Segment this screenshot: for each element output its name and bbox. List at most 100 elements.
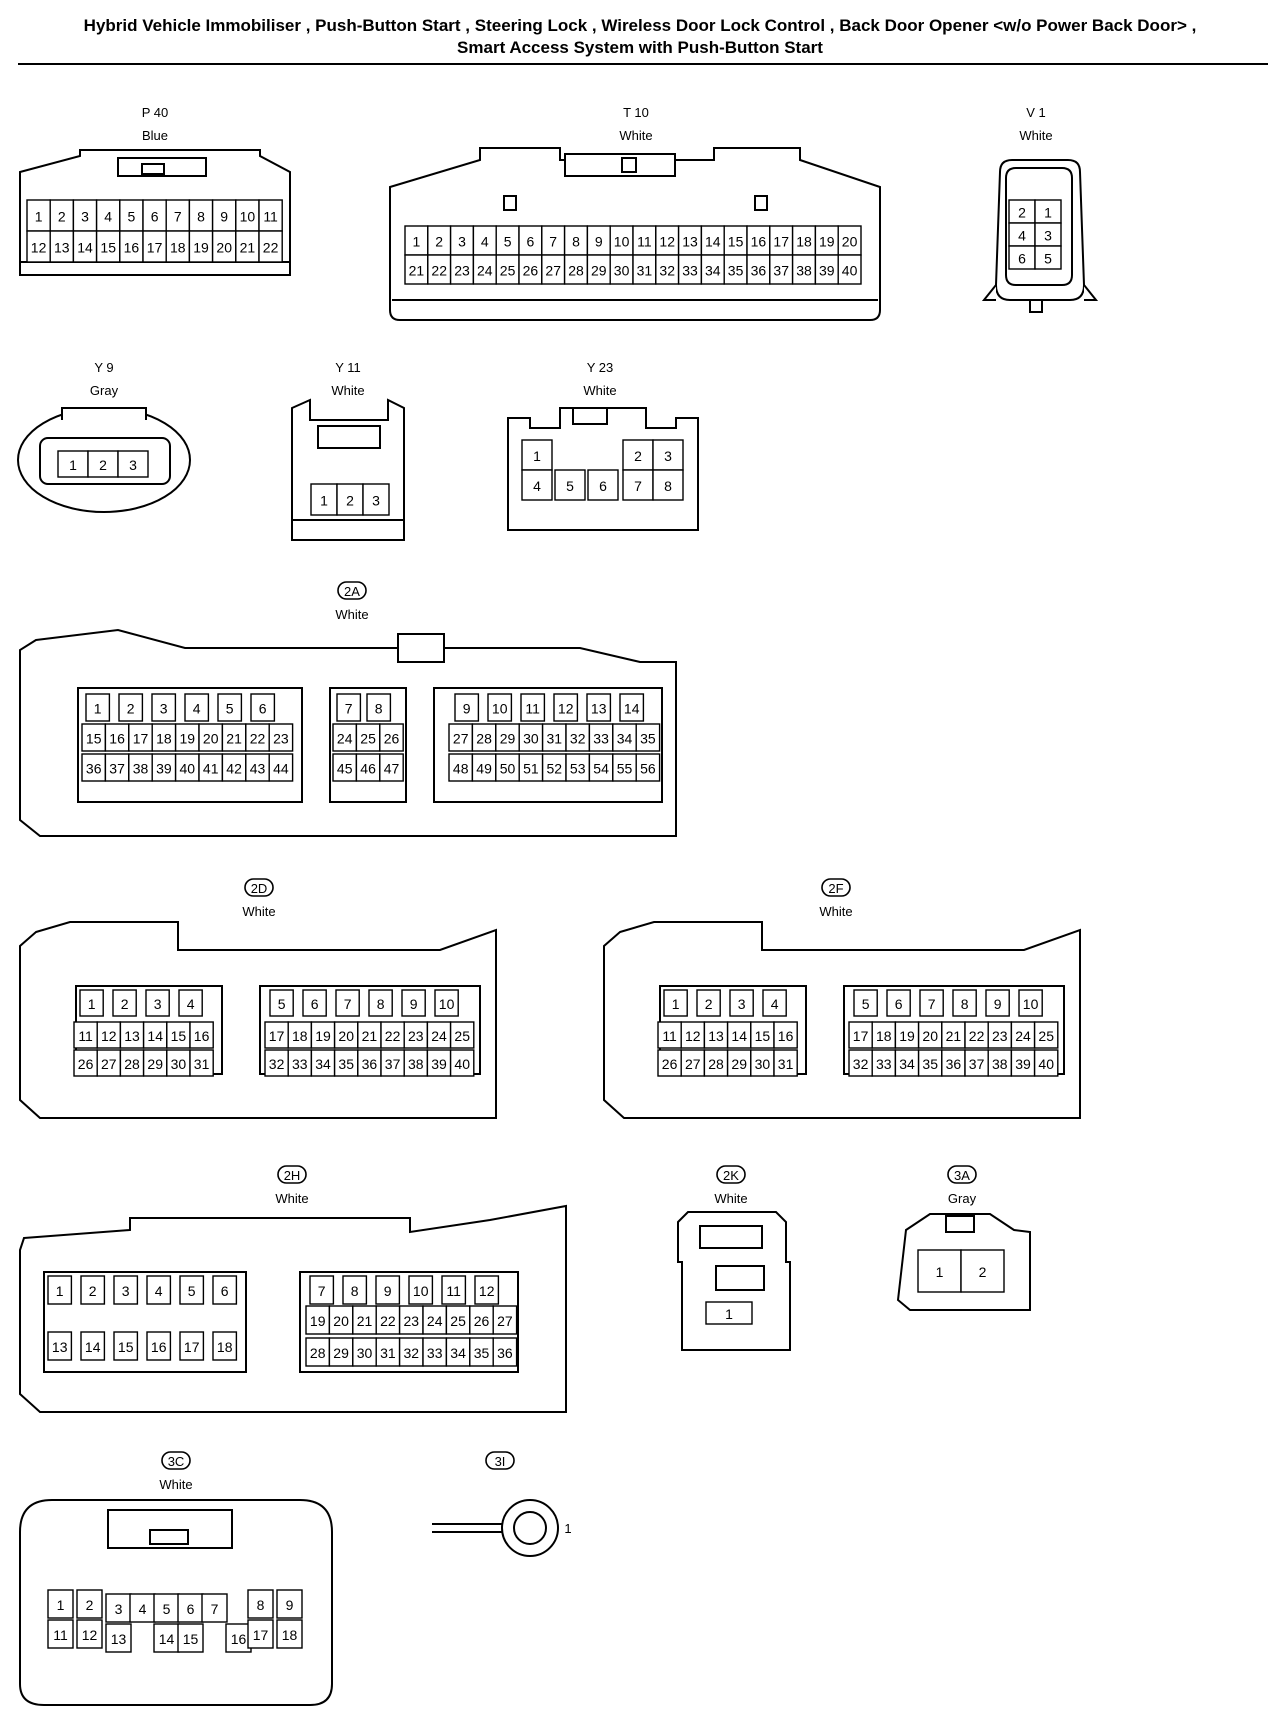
pin-number: 7 (318, 1283, 326, 1299)
pin-cell (362, 483, 390, 516)
pin-number: 52 (547, 761, 563, 777)
pin-number: 14 (147, 1028, 163, 1044)
pin-number: 28 (124, 1056, 140, 1072)
pin-number: 17 (184, 1339, 200, 1355)
pin-number: 2 (58, 209, 66, 225)
connector-color: White (619, 128, 652, 143)
pin-cell (1018, 989, 1043, 1017)
pin-number: 39 (819, 263, 835, 279)
pin-number: 30 (357, 1345, 373, 1361)
pin-number: 3 (81, 209, 89, 225)
pin-number: 2 (634, 448, 642, 464)
pin-cell (250, 693, 276, 722)
pin-number: 55 (617, 761, 633, 777)
pin-number: 25 (450, 1313, 466, 1329)
pin-number: 1 (320, 493, 328, 509)
pin-cell (105, 1623, 132, 1653)
pin-number: 22 (380, 1313, 396, 1329)
connector-t10-key-right (754, 195, 768, 211)
pin-number: 44 (273, 761, 289, 777)
pin-number: 15 (728, 234, 744, 250)
pin-cell (408, 1275, 434, 1305)
connector-v1-tab (1029, 299, 1043, 313)
pin-cell (247, 1589, 274, 1619)
pin-cell (146, 1275, 172, 1305)
pin-number: 2 (99, 457, 107, 473)
pin-number: 6 (527, 234, 535, 250)
pin-cell (553, 693, 579, 722)
pin-number: 5 (504, 234, 512, 250)
pin-number: 2 (1018, 205, 1026, 221)
pin-number: 36 (946, 1056, 962, 1072)
connector-id-badge (716, 1165, 746, 1184)
pin-number: 25 (1038, 1028, 1054, 1044)
pin-number: 6 (259, 701, 267, 717)
pin-number: 5 (278, 996, 286, 1012)
pin-number: 14 (159, 1631, 175, 1647)
pin-number: 30 (614, 263, 630, 279)
pin-number: 18 (876, 1028, 892, 1044)
pin-number: 22 (431, 263, 447, 279)
pin-number: 4 (155, 1283, 163, 1299)
pin-number: 30 (755, 1056, 771, 1072)
pin-number: 22 (385, 1028, 401, 1044)
pin-cell (492, 1337, 518, 1367)
pin-number: 9 (220, 209, 228, 225)
pin-number: 12 (101, 1028, 117, 1044)
pin-cell (268, 753, 294, 782)
pin-cell (375, 1275, 401, 1305)
pin-number: 1 (564, 1521, 571, 1536)
pin-number: 24 (337, 731, 353, 747)
connector-t10-latch-tab (621, 157, 637, 173)
connector-2a-top-tab (397, 633, 445, 663)
pin-number: 11 (446, 1283, 461, 1299)
pin-number: 2 (435, 234, 443, 250)
pin-cell (57, 450, 89, 478)
pin-cell (269, 989, 294, 1017)
pin-cell (268, 723, 294, 752)
pin-cell (85, 693, 111, 722)
pin-number: 5 (226, 701, 234, 717)
pin-number: 38 (408, 1056, 424, 1072)
pin-number: 9 (463, 701, 471, 717)
pin-cell (434, 989, 459, 1017)
pin-cell (773, 1049, 798, 1077)
pin-number: 35 (338, 1056, 354, 1072)
pin-cell (663, 989, 688, 1017)
connector-id-badge (821, 878, 851, 897)
pin-cell (129, 1593, 156, 1623)
pin-cell (960, 1249, 1005, 1293)
connector-y11-latch (317, 425, 381, 449)
pin-number: 37 (969, 1056, 985, 1072)
connector-color: White (275, 1191, 308, 1206)
pin-cell (145, 989, 170, 1017)
pin-cell (146, 1331, 172, 1361)
pin-cell (586, 693, 612, 722)
pin-number: 31 (637, 263, 653, 279)
pin-cell (258, 230, 283, 263)
pin-number: 32 (269, 1056, 285, 1072)
pin-number: 2 (86, 1597, 94, 1613)
connector-id-badge (337, 581, 367, 600)
pin-number: 37 (773, 263, 789, 279)
pin-cell (652, 439, 684, 471)
pin-cell (225, 1623, 252, 1653)
pin-cell (366, 693, 392, 722)
connector-id: 2D (251, 881, 268, 896)
connector-3c-latch-tab (149, 1529, 189, 1545)
pin-number: 29 (591, 263, 607, 279)
connector-color: White (159, 1477, 192, 1492)
pin-number: 3 (458, 234, 466, 250)
pin-number: 46 (360, 761, 376, 777)
pin-cell (554, 469, 586, 501)
pin-number: 11 (525, 701, 540, 717)
pin-number: 8 (351, 1283, 359, 1299)
pin-number: 13 (52, 1339, 68, 1355)
pin-number: 22 (969, 1028, 985, 1044)
